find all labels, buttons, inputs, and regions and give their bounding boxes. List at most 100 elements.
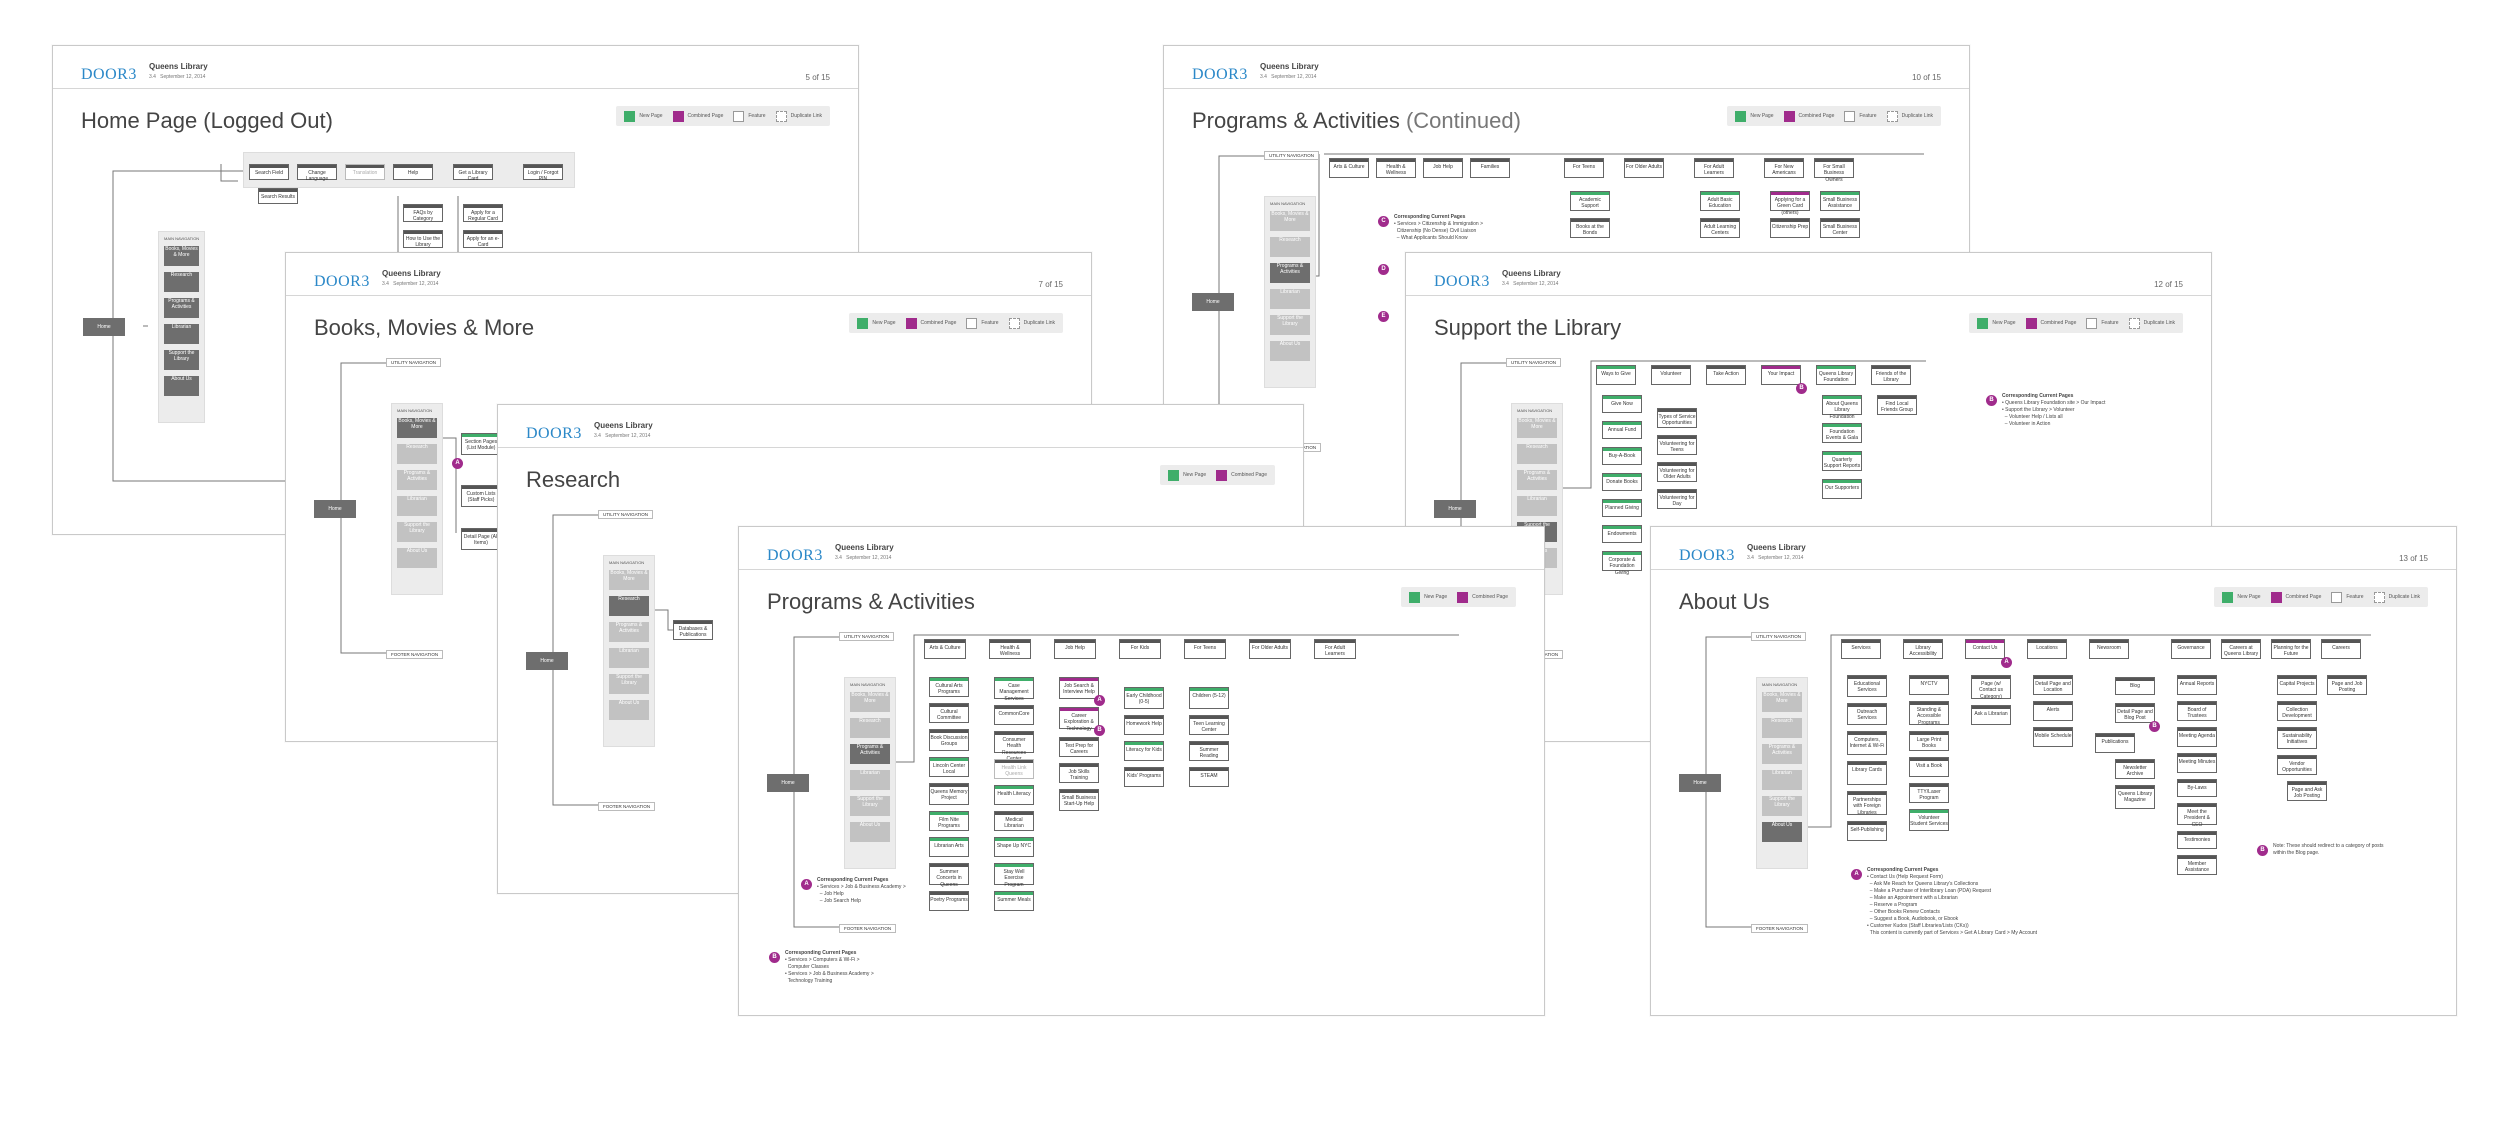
teens-child-node: Children (5-12) [1189,687,1229,709]
main-nav-label: MAIN NAVIGATION [397,408,433,413]
connector-lines [340,362,457,654]
new-page-swatch [624,110,636,122]
page-title: About Us [1679,589,1770,614]
kids-child-node: Kids' Programs [1124,767,1164,787]
teens-child-node: Teen Learning Center [1189,715,1229,735]
legend-duplicate: Duplicate Link [2388,594,2420,600]
client-name: Queens Library [382,269,441,278]
category-node: Contact Us [1965,639,2005,659]
category-node: Locations [2027,639,2067,659]
new-page-swatch [1735,110,1747,122]
child-node: Corporate & Foundation Giving [1602,551,1642,576]
child-node: Books at the Bonds [1570,218,1610,238]
footer-navigation-label: FOOTER NAVIGATION [386,650,444,659]
nav-books: Books, Movies & More [609,570,649,590]
nav-librarian: Librarian [609,648,649,668]
combined-page-swatch [672,110,684,122]
main-nav-label: MAIN NAVIGATION [609,560,645,565]
access-child-node: Large Print Books [1909,731,1949,751]
nav-librarian: Librarian [1270,289,1310,309]
legend-combined: Combined Page [1798,113,1835,119]
jobhelp-child-node: Job Search & Interview Help [1059,677,1099,699]
nav-books: Books, Movies & More [397,418,437,438]
faqs-node: FAQs by Category [403,204,443,222]
sheet-header: DOOR3 Queens Library 3.4 September 12, 2… [1651,527,2456,570]
brand-logo: DOOR3 [1434,273,1490,290]
nav-programs: Programs & Activities [397,470,437,490]
databases-node: Databases & Publications [673,620,713,640]
brand-logo: DOOR3 [767,547,823,564]
locations-child-node: Mobile Schedule [2033,727,2073,747]
utility-navigation-label: UTILITY NAVIGATION [839,632,895,641]
child-node: Donate Books [1602,473,1642,491]
nav-books: Books, Movies & More [164,246,199,266]
annotation-marker-a: A [452,458,463,469]
help-node: Help [393,164,433,180]
client-name: Queens Library [835,543,894,552]
nav-research: Research [1762,718,1802,738]
category-volunteer: Volunteer [1651,365,1691,385]
access-child-node: TTY/Laser Program [1909,783,1949,803]
health-child-node: Stay Well Exercise Program [994,863,1034,888]
nav-support: Support the Library [609,674,649,694]
nav-research: Research [1517,444,1557,464]
child-node: Citizenship Prep [1770,218,1810,238]
legend-new: New Page [2237,594,2261,600]
health-child-node: Health Link Queens [994,759,1034,779]
health-child-node: Health Literacy [994,785,1034,805]
child-node: Small Business Assistance [1820,191,1860,211]
page-number: 5 of 15 [805,73,830,82]
nav-about: About Us [1762,822,1802,842]
newsroom-child-node: Newsletter Archive [2115,759,2155,779]
client-name: Queens Library [594,421,653,430]
nav-librarian: Librarian [1762,770,1802,790]
teens-child-node: Summer Reading [1189,741,1229,761]
locations-child-node: Detail Page and Location [2033,675,2073,695]
home-node: Home [526,652,568,670]
arts-child-node: Poetry Programs [929,891,969,911]
feature-swatch [2331,591,2343,603]
child-node: Our Supporters [1822,479,1862,499]
client-name: Queens Library [1260,62,1319,71]
governance-child-node: Member Assistance [2177,855,2217,875]
nav-programs: Programs & Activities [164,298,199,318]
nav-librarian: Librarian [397,496,437,516]
child-node: Adult Basic Education [1700,191,1740,211]
annotation-marker-a: A [801,879,812,890]
services-child-node: Self-Publishing [1847,821,1887,841]
services-child-node: Partnerships with Foreign Libraries [1847,791,1887,816]
category-node: For Small Business Owners [1814,158,1854,183]
utility-navigation-label: UTILITY NAVIGATION [1751,632,1807,641]
child-node: Foundation Events & Gala [1822,423,1862,443]
newsroom-child-node: Detail Page and Blog Post [2115,703,2155,723]
child-node: Endowments [1602,525,1642,543]
brand-logo: DOOR3 [81,66,137,83]
combined-page-swatch [2270,591,2282,603]
governance-child-node: Annual Reports [2177,675,2217,695]
annotation-marker-b: B [769,952,780,963]
search-results-node: Search Results [258,188,298,204]
annotation-marker-e: E [1378,311,1389,322]
legend-duplicate: Duplicate Link [1023,320,1055,326]
services-child-node: Library Cards [1847,761,1887,785]
legend-duplicate: Duplicate Link [1901,113,1933,119]
nav-about: About Us [397,548,437,568]
future-child-node: Sustainability Initiatives [2277,727,2317,749]
feature-swatch [733,110,745,122]
legend-feature: Feature [748,113,766,119]
home-node: Home [83,318,125,336]
category-node: Families [1470,158,1510,178]
annotation-marker-a: A [1851,869,1862,880]
category-node: Health & Wellness [1376,158,1416,178]
kids-child-node: Homework Help [1124,715,1164,735]
utility-navigation-label: UTILITY NAVIGATION [598,510,654,519]
child-node: Volunteering for Older Adults [1657,462,1697,482]
nav-books: Books, Movies & More [1517,418,1557,438]
sheet-header: DOOR3 Queens Library 3.4 September 12, 2… [286,253,1091,296]
legend: New Page Combined Page [1401,587,1516,607]
careers-child-node: Page and Job Posting [2327,675,2367,695]
legend-duplicate: Duplicate Link [2143,320,2175,326]
page-title: Programs & Activities (Continued) [1192,108,1521,133]
health-child-node: Summer Meals [994,891,1034,911]
nav-programs: Programs & Activities [850,744,890,764]
